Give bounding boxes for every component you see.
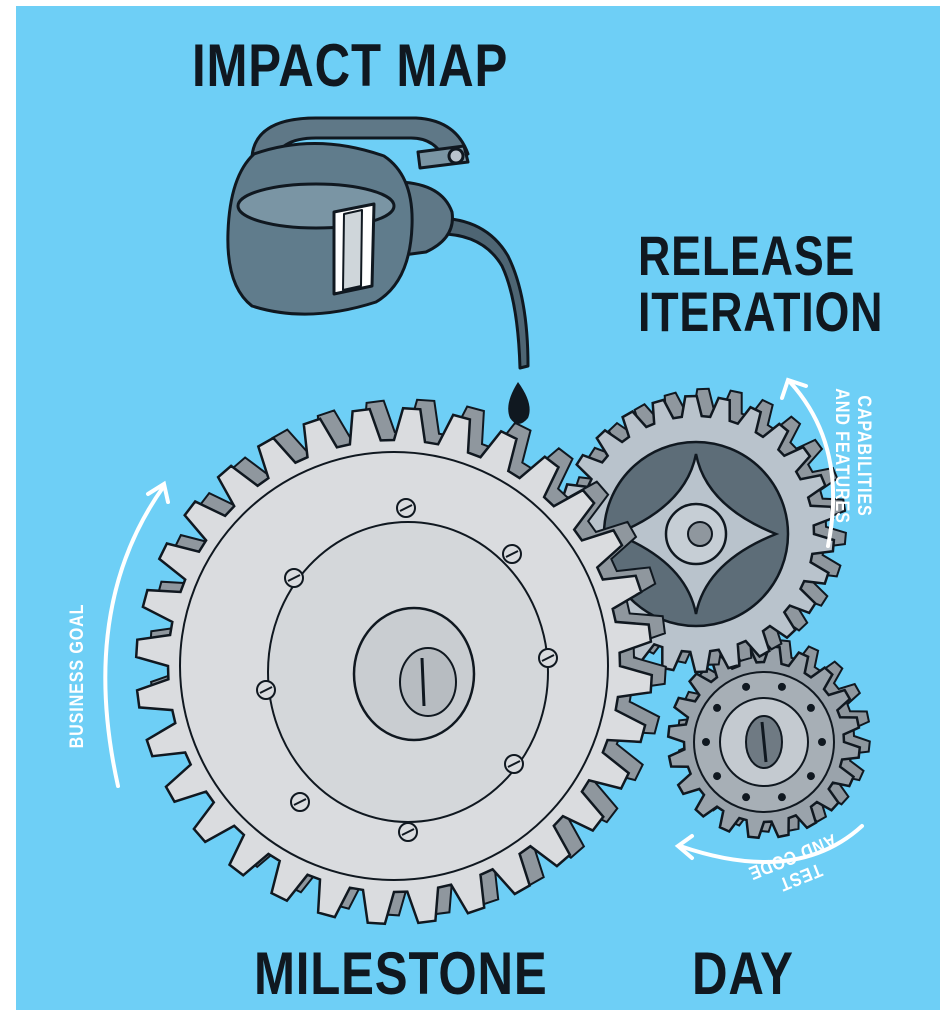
gear-axle	[687, 521, 713, 547]
rivet-icon	[742, 682, 751, 691]
bolt-slot	[293, 798, 307, 806]
curved-arrow-icon	[674, 834, 694, 860]
small-gear-icon	[666, 639, 871, 840]
curved-arrow-icon	[788, 380, 836, 548]
rivet-icon	[777, 793, 786, 802]
release-iteration-title: RELEASE ITERATION	[638, 228, 883, 340]
curved-arrow-icon	[678, 824, 864, 864]
rivet-icon	[713, 703, 722, 712]
gears-artwork	[103, 116, 871, 926]
gear-axle	[399, 647, 457, 717]
oil-drop-icon	[508, 382, 530, 424]
curved-arrow-icon	[146, 480, 170, 504]
rivet-icon	[702, 738, 710, 746]
large-gear-icon	[134, 398, 667, 926]
medium-gear-icon	[556, 387, 847, 674]
bolt-slot	[401, 828, 415, 836]
rivet-icon	[806, 703, 815, 712]
curved-arrow-icon	[780, 377, 808, 400]
illustration-panel: IMPACT MAP RELEASE ITERATION MILESTONE D…	[16, 6, 940, 1010]
gear-axle-slot	[420, 657, 426, 707]
bolt-slot	[287, 574, 301, 582]
rivet-icon	[713, 772, 722, 781]
curved-arrow-icon	[103, 484, 166, 788]
day-title: DAY	[692, 940, 794, 1007]
milestone-title: MILESTONE	[254, 940, 548, 1007]
bolt-slot	[507, 760, 521, 768]
business-goal-label: BUSINESS GOAL	[67, 603, 88, 749]
rivet-icon	[742, 793, 751, 802]
bolt-slot	[541, 654, 555, 662]
rivet-icon	[777, 682, 786, 691]
bolt-slot	[505, 550, 519, 558]
features-line: AND FEATURES	[831, 388, 852, 524]
rivet-icon	[818, 738, 826, 746]
rivet-icon	[806, 772, 815, 781]
oil-can-icon	[226, 116, 530, 370]
iteration-title-line: ITERATION	[638, 280, 884, 343]
impact-map-title: IMPACT MAP	[192, 32, 509, 99]
gear-axle-slot	[760, 721, 768, 763]
bolt-slot	[399, 504, 413, 512]
capabilities-line: CAPABILITIES	[853, 395, 874, 517]
capabilities-label: CAPABILITIES AND FEATURES	[830, 388, 874, 524]
release-title-line: RELEASE	[638, 224, 856, 287]
bolt-slot	[259, 686, 273, 694]
gear-rim	[179, 451, 609, 881]
